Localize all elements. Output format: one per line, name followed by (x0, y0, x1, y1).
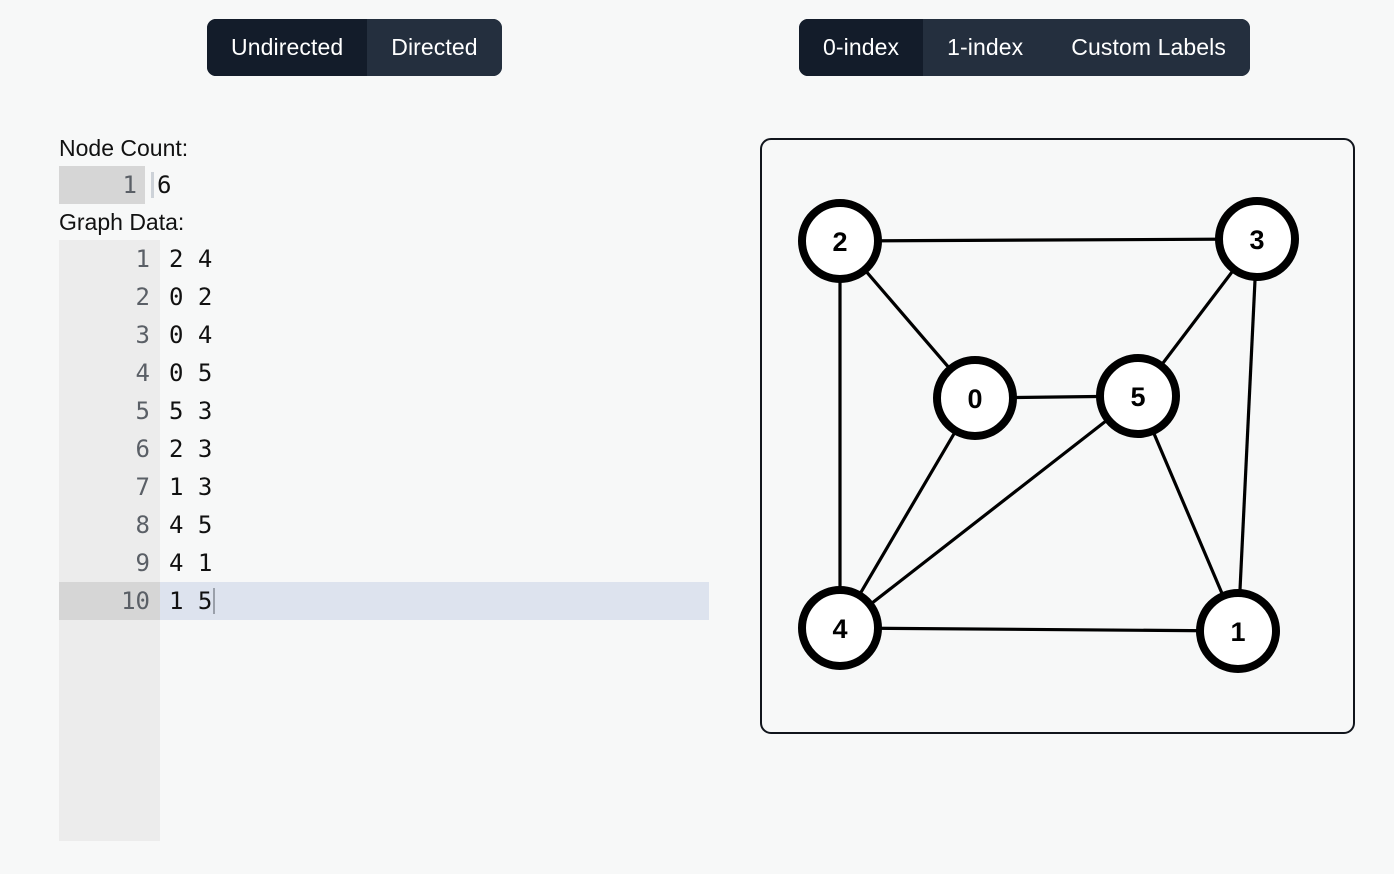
code-line-active: 10 1 5 (0, 582, 740, 620)
graph-node-label: 0 (967, 384, 982, 414)
graph-node-circle[interactable] (798, 199, 882, 283)
node-count-editor[interactable]: 1 6 (0, 166, 740, 204)
code-line: 1 6 (0, 166, 740, 204)
code-line: 8 4 5 (0, 506, 740, 544)
code-line: 7 1 3 (0, 468, 740, 506)
graph-node[interactable]: 3 (1215, 197, 1299, 281)
code-line: 4 0 5 (0, 354, 740, 392)
text-cursor (151, 172, 154, 198)
graph-edge (839, 394, 1139, 630)
code-line: 6 2 3 (0, 430, 740, 468)
code-line-text[interactable]: 5 3 (169, 397, 213, 425)
code-line: 3 0 4 (0, 316, 740, 354)
graph-visualization-panel[interactable]: 0 1 2 3 4 5 (760, 138, 1355, 734)
line-number: 1 (59, 240, 160, 278)
graph-node-label: 5 (1130, 382, 1145, 412)
line-number: 3 (59, 316, 160, 354)
code-line-text[interactable]: 0 5 (169, 359, 213, 387)
graph-node-circle[interactable] (1215, 197, 1299, 281)
graph-node-label: 3 (1249, 225, 1264, 255)
nodes-layer: 0 1 2 3 4 5 (798, 197, 1299, 673)
graph-data-editor[interactable]: 1 2 4 2 0 2 3 0 4 4 0 5 5 5 3 6 2 3 7 1 … (0, 240, 740, 841)
graph-direction-toggle[interactable]: Undirected Directed (207, 19, 502, 76)
toggle-option-0-index[interactable]: 0-index (799, 19, 924, 76)
graph-node-circle[interactable] (798, 586, 882, 670)
editor-pane: Node Count: 1 6 Graph Data: 1 2 4 2 0 2 … (0, 130, 740, 841)
toggle-option-directed[interactable]: Directed (367, 19, 502, 76)
graph-node-circle[interactable] (1096, 354, 1180, 438)
graph-node[interactable]: 1 (1196, 589, 1280, 673)
graph-edge (839, 626, 1239, 633)
code-line: 5 5 3 (0, 392, 740, 430)
code-line-text[interactable]: 1 5 (160, 582, 709, 620)
graph-node[interactable]: 4 (798, 586, 882, 670)
line-number: 6 (59, 430, 160, 468)
graph-edge (839, 237, 1258, 243)
code-line-text[interactable]: 1 3 (169, 473, 213, 501)
line-number: 2 (59, 278, 160, 316)
toggle-option-1-index[interactable]: 1-index (923, 19, 1048, 76)
code-line: 1 2 4 (0, 240, 740, 278)
graph-node-label: 4 (832, 614, 847, 644)
line-number: 8 (59, 506, 160, 544)
edges-layer (838, 237, 1259, 633)
code-line: 2 0 2 (0, 278, 740, 316)
line-number: 7 (59, 468, 160, 506)
text-cursor (213, 588, 216, 614)
graph-node-circle[interactable] (933, 356, 1017, 440)
graph-node-circle[interactable] (1196, 589, 1280, 673)
node-count-label: Node Count: (59, 135, 189, 161)
graph-edge (838, 397, 977, 629)
node-label-mode-toggle[interactable]: 0-index 1-index Custom Labels (799, 19, 1250, 76)
graph-edge (1136, 395, 1240, 632)
line-number: 1 (59, 166, 145, 204)
line-number: 5 (59, 392, 160, 430)
code-value: 6 (157, 171, 172, 199)
code-line-text[interactable]: 2 3 (169, 435, 213, 463)
toggle-option-undirected[interactable]: Undirected (207, 19, 368, 76)
graph-node-label: 1 (1230, 617, 1245, 647)
code-line-text[interactable]: 2 4 (169, 245, 213, 273)
line-number: 10 (59, 582, 160, 620)
graph-node[interactable]: 0 (933, 356, 1017, 440)
editor-empty-area[interactable] (0, 620, 740, 841)
toggle-option-custom-labels[interactable]: Custom Labels (1047, 19, 1250, 76)
code-value: 1 5 (169, 587, 213, 615)
graph-node-label: 2 (832, 227, 847, 257)
code-line-text[interactable]: 0 2 (169, 283, 213, 311)
code-line-text[interactable]: 4 1 (169, 549, 213, 577)
code-line-text[interactable]: 4 5 (169, 511, 213, 539)
code-line-text[interactable]: 6 (145, 166, 740, 204)
graph-data-label: Graph Data: (59, 209, 185, 235)
gutter-filler (59, 620, 160, 841)
graph-edge (1236, 238, 1259, 632)
graph-node[interactable]: 2 (798, 199, 882, 283)
graph-node[interactable]: 5 (1096, 354, 1180, 438)
line-number: 9 (59, 544, 160, 582)
line-number: 4 (59, 354, 160, 392)
graph-svg[interactable]: 0 1 2 3 4 5 (762, 140, 1353, 732)
code-line-text[interactable]: 0 4 (169, 321, 213, 349)
code-line: 9 4 1 (0, 544, 740, 582)
